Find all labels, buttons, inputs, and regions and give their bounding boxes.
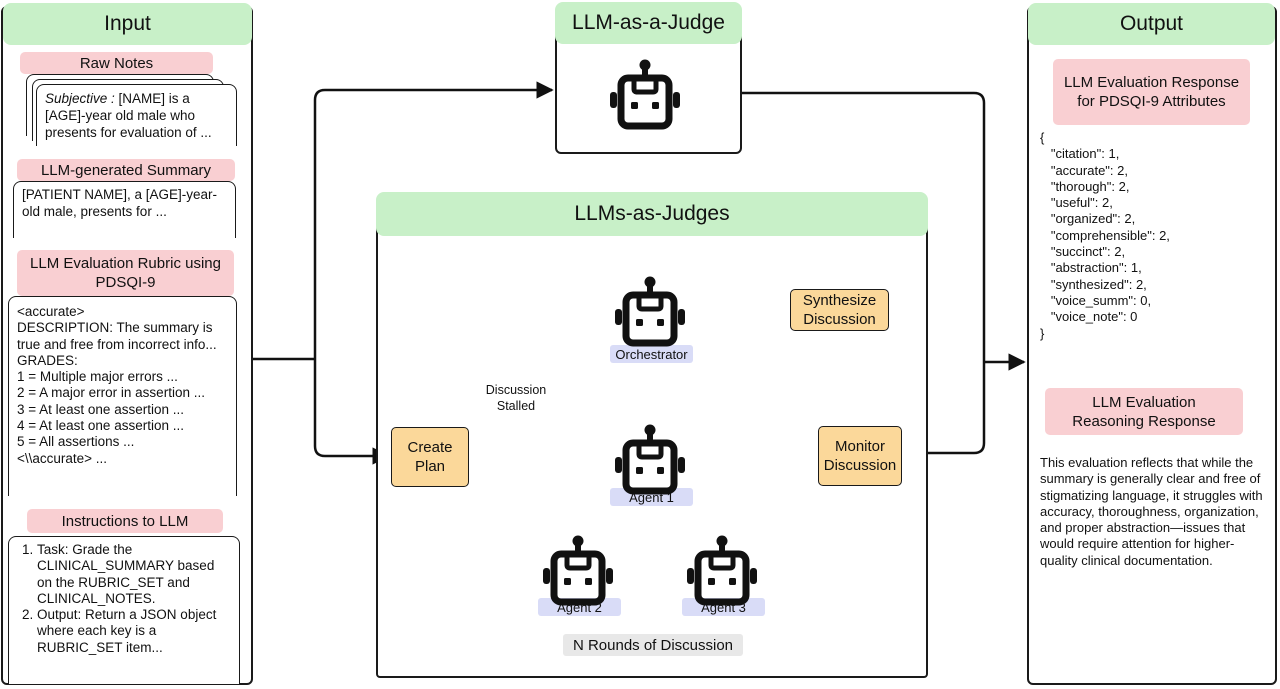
rubric-line: GRADES: — [17, 352, 78, 368]
reasoning-label: LLM Evaluation Reasoning Response — [1045, 388, 1243, 435]
reasoning-text: This evaluation reflects that while the … — [1040, 455, 1263, 568]
raw-notes-italic: Subjective : — [45, 91, 115, 106]
json-line: } — [1040, 325, 1045, 341]
instruction-item: Task: Grade the CLINICAL_SUMMARY based o… — [37, 542, 233, 607]
json-line: "synthesized": 2, — [1040, 276, 1147, 292]
response-json: { "citation": 1, "accurate": 2, "thoroug… — [1040, 130, 1265, 345]
json-line: "voice_summ": 0, — [1040, 292, 1152, 308]
robot-icon — [684, 534, 760, 611]
raw-notes-doc: Subjective : [NAME] is a [AGE]-year old … — [36, 84, 237, 146]
json-line: "useful": 2, — [1040, 195, 1113, 211]
json-line: "organized": 2, — [1040, 211, 1136, 227]
summary-doc: [PATIENT NAME], a [AGE]-year-old male, p… — [13, 181, 236, 238]
robot-icon — [612, 423, 688, 500]
instructions-list: Task: Grade the CLINICAL_SUMMARY based o… — [17, 542, 233, 656]
json-line: "thorough": 2, — [1040, 178, 1130, 194]
input-to-judge-arrow — [313, 81, 554, 359]
synthesize-box: Synthesize Discussion — [790, 289, 889, 331]
raw-notes-text: [NAME] is a [AGE]-year old male who pres… — [45, 91, 212, 140]
stalled-label: Discussion Stalled — [485, 383, 547, 413]
rubric-doc: <accurate> DESCRIPTION: The summary is t… — [8, 296, 237, 496]
judges-to-output-line — [928, 362, 986, 455]
instructions-label: Instructions to LLM — [27, 509, 223, 533]
rubric-line: <\\accurate> ... — [17, 450, 108, 466]
raw-notes-label: Raw Notes — [20, 52, 213, 74]
rubric-line: 1 = Multiple major errors ... — [17, 369, 178, 385]
instruction-item: Output: Return a JSON object where each … — [37, 607, 233, 656]
robot-icon — [607, 58, 683, 135]
json-line: "citation": 1, — [1040, 146, 1120, 162]
judges-title: LLMs-as-Judges — [376, 192, 928, 236]
robot-icon — [612, 275, 688, 352]
rounds-label: N Rounds of Discussion — [563, 634, 743, 656]
create-plan-box: Create Plan — [391, 427, 469, 487]
instructions-doc: Task: Grade the CLINICAL_SUMMARY based o… — [8, 536, 240, 684]
rubric-line: 3 = At least one assertion ... — [17, 401, 184, 417]
rubric-label: LLM Evaluation Rubric using PDSQI-9 — [17, 250, 234, 296]
orchestrator-label: Orchestrator — [610, 345, 693, 363]
judge-title: LLM-as-a-Judge — [555, 2, 742, 44]
json-line: { — [1040, 130, 1045, 145]
rubric-line: DESCRIPTION: The summary is true and fre… — [17, 320, 217, 352]
rubric-line: 5 = All assertions ... — [17, 434, 135, 450]
judge-to-output-line — [742, 91, 986, 362]
json-line: "accurate": 2, — [1040, 162, 1128, 178]
response-label: LLM Evaluation Response for PDSQI-9 Attr… — [1053, 59, 1250, 125]
json-line: "voice_note": 0 — [1040, 309, 1138, 325]
input-title: Input — [3, 3, 252, 45]
json-line: "comprehensible": 2, — [1040, 227, 1170, 243]
json-line: "abstraction": 1, — [1040, 260, 1142, 276]
robot-icon — [540, 534, 616, 611]
rubric-line: 2 = A major error in assertion ... — [17, 385, 205, 401]
output-title: Output — [1028, 3, 1275, 45]
summary-label: LLM-generated Summary — [17, 159, 235, 181]
rubric-line: 4 = At least one assertion ... — [17, 418, 184, 434]
json-line: "succinct": 2, — [1040, 244, 1126, 260]
input-to-plan-arrow — [313, 359, 390, 465]
monitor-box: Monitor Discussion — [818, 426, 902, 486]
rubric-line: <accurate> — [17, 304, 85, 319]
